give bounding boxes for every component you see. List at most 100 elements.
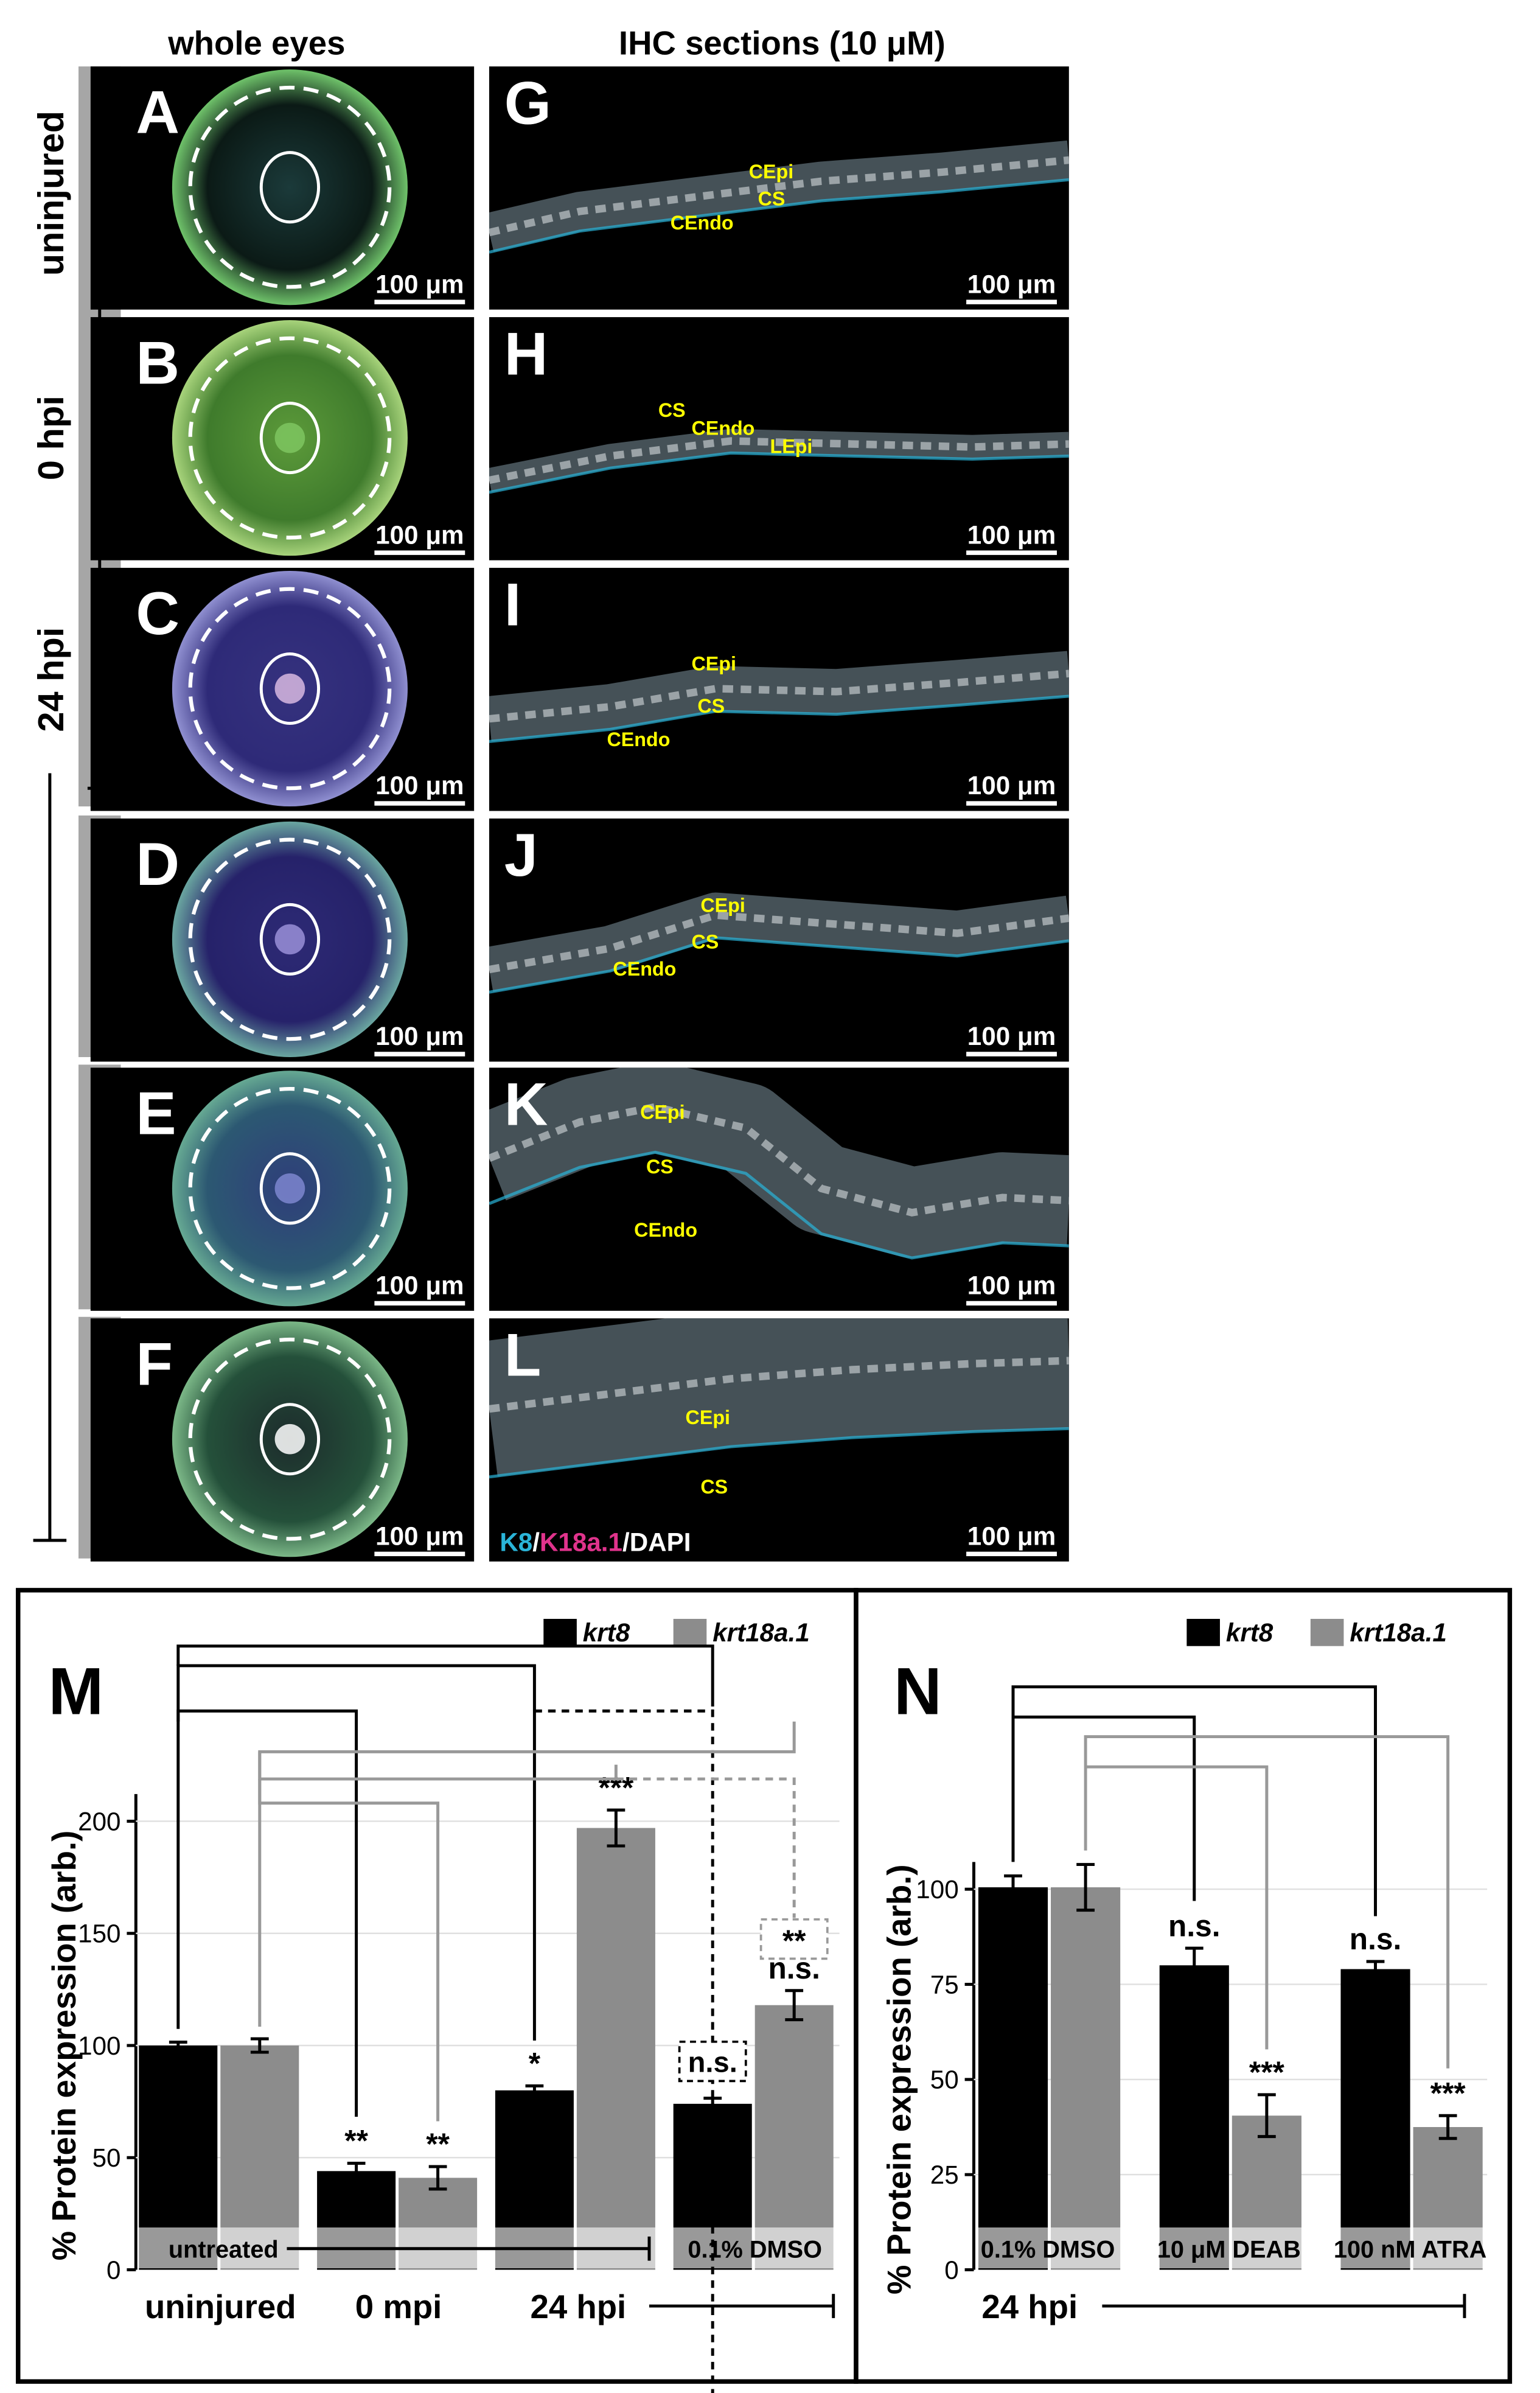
bracket-krt8-uninjured-dmso — [176, 1644, 714, 1707]
y-tick-label: 0 — [944, 2255, 958, 2284]
k8-edge — [489, 1150, 1069, 1260]
y-tick-label: 50 — [930, 2066, 959, 2094]
row-label-0hpi: 0 hpi — [30, 396, 71, 480]
eye-highlight — [274, 1424, 305, 1455]
panel-letter-k: K — [504, 1071, 548, 1139]
scale-bar-label: 100 μm — [375, 270, 464, 298]
header-ihc-sections: IHC sections (10 μM) — [619, 24, 946, 61]
eye-highlight — [274, 673, 305, 704]
bar-1-0 — [1159, 1965, 1229, 2270]
legend-label-1: krt18a.1 — [713, 1618, 809, 1647]
scale-bar-label: 100 μm — [967, 520, 1056, 549]
nuclei-row — [489, 156, 1069, 237]
chart-n-panel-letter: N — [894, 1654, 942, 1728]
bracket-krt18-uninjured-dmso — [258, 1721, 796, 2027]
treatment-label-m-untreated: untreated — [169, 2237, 279, 2263]
scale-bar-label: 100 μm — [967, 1521, 1056, 1550]
eye-globe — [172, 69, 408, 306]
ihc-layer-label: CEpi — [749, 161, 793, 183]
scale-bar-label: 100 μm — [967, 270, 1056, 298]
eye-highlight — [274, 422, 305, 453]
cornea-outline-dashed — [188, 1337, 392, 1541]
cornea-outline-dashed — [188, 837, 392, 1041]
panel-letter-i: I — [504, 571, 521, 638]
k8-edge — [489, 694, 1069, 743]
scale-bar-label: 100 μm — [375, 520, 464, 549]
group-label-0mpi: 0 mpi — [355, 2288, 442, 2325]
y-tick-label: 100 — [916, 1875, 958, 1904]
ihc-layer-label: CS — [700, 1476, 728, 1498]
bracket-krt8-uninjured-0mpi — [176, 1709, 358, 2117]
y-tick-label: 25 — [930, 2161, 959, 2189]
significance-label: ** — [426, 2127, 450, 2161]
treatment-label-n-1: 10 μM DEAB — [1157, 2237, 1301, 2263]
panel-letter-a: A — [136, 79, 179, 146]
significance-label: ** — [344, 2124, 368, 2158]
bracket-krt8-24hpi-dmso-dashed — [534, 1709, 714, 2393]
ihc-layer-label: CEndo — [671, 212, 734, 234]
cornea-outline-dashed — [188, 336, 392, 540]
panel-letter-j: J — [504, 822, 538, 889]
panel-letter-g: G — [504, 69, 551, 137]
k8-edge — [489, 1427, 1069, 1479]
panel-letter-f: F — [136, 1330, 173, 1398]
ihc-layer-label: CS — [658, 399, 686, 421]
lens-outline — [259, 402, 321, 475]
stain-k8: K8 — [500, 1528, 532, 1556]
y-tick-label: 0 — [106, 2255, 120, 2284]
bar-2-0 — [1340, 1969, 1410, 2270]
ihc-tissue — [489, 651, 1069, 743]
scale-bar-label: 100 μm — [375, 1271, 464, 1300]
significance-label: n.s. — [1168, 1909, 1220, 1943]
ihc-layer-label: CEpi — [700, 895, 745, 917]
ihc-layer-label: CEpi — [640, 1102, 685, 1123]
treatment-label-n-0: 0.1% DMSO — [981, 2237, 1115, 2263]
y-axis-title: % Protein expression (arb.) — [46, 1831, 83, 2261]
significance-label: * — [529, 2046, 541, 2080]
ihc-tissue — [489, 140, 1069, 254]
cornea-outline-dashed — [188, 85, 392, 289]
ihc-layer-label: CS — [697, 695, 725, 717]
eye-highlight — [274, 1173, 305, 1204]
stain-sep-1: / — [532, 1528, 540, 1556]
significance-label: n.s. — [1350, 1922, 1401, 1956]
group-label-uninjured: uninjured — [145, 2288, 296, 2325]
tissue-band — [489, 428, 1069, 492]
label-strip — [975, 2227, 1489, 2269]
panel-letter-e: E — [136, 1080, 176, 1148]
ihc-layer-label: CEndo — [607, 728, 671, 750]
stain-dapi: DAPI — [630, 1528, 691, 1556]
ihc-layer-label: CS — [691, 931, 719, 952]
bar-3-1 — [754, 2005, 834, 2270]
bracket-krt18-uninjured-24hpi — [258, 1752, 618, 1781]
nuclei-row — [489, 911, 1069, 974]
significance-label: *** — [1249, 2055, 1285, 2089]
legend-label-0: krt8 — [1226, 1618, 1273, 1647]
ihc-tissue — [489, 1067, 1069, 1260]
group-label-24hpi: 24 hpi — [531, 2288, 627, 2325]
panel-letter-l: L — [504, 1322, 542, 1389]
y-tick-label: 150 — [78, 1920, 120, 1948]
panel-letter-h: H — [504, 320, 548, 388]
lens-outline — [259, 151, 321, 224]
comparison-box-krt18 — [759, 1918, 829, 1960]
comparison-label-krt18: ** — [782, 1924, 806, 1958]
panel-letter-c: C — [136, 580, 179, 648]
scale-bar-label: 100 μm — [375, 771, 464, 800]
scale-bar-label: 100 μm — [967, 1271, 1056, 1300]
ihc-tissue — [489, 892, 1069, 994]
legend-swatch-0 — [1186, 1619, 1220, 1646]
bracket-krt18-dmso-atra — [1084, 1735, 1450, 2069]
ihc-layer-label: CS — [758, 187, 786, 209]
bar-0-0 — [978, 1887, 1048, 2270]
bracket-krt8-uninjured-24hpi — [176, 1664, 536, 2041]
scale-bar-label: 100 μm — [967, 1022, 1056, 1050]
